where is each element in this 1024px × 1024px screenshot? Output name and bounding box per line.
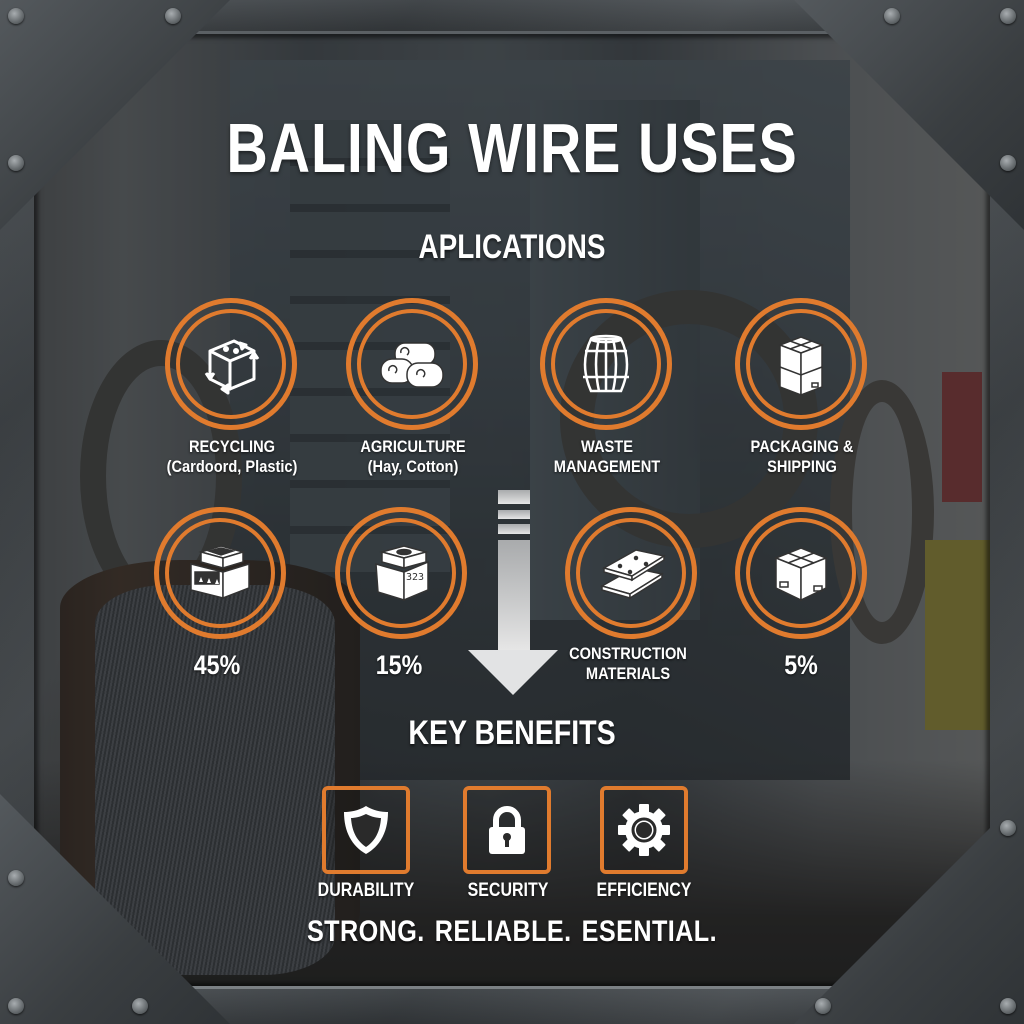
percentage-label: 45% <box>193 650 241 680</box>
sublabel-agriculture: (Hay, Cotton) <box>367 457 459 476</box>
yellow-machine <box>925 540 990 730</box>
application-bin-share: 323 <box>335 507 467 639</box>
label-construction: CONSTRUCTION <box>569 644 687 663</box>
shield-icon <box>344 806 388 854</box>
application-label: AGRICULTURE (Hay, Cotton) <box>327 437 499 477</box>
percentage-label: 5% <box>784 650 818 680</box>
application-waste-management <box>540 298 672 430</box>
sublabel-management: MANAGEMENT <box>553 457 661 476</box>
application-box-share <box>735 507 867 639</box>
sublabel-recycling: (Cardoord, Plastic) <box>166 457 298 476</box>
rivet <box>1000 8 1016 24</box>
section-title-applications: APLICATIONS <box>418 228 606 266</box>
application-recycling <box>165 298 297 430</box>
hay-bales-icon <box>377 329 447 399</box>
stacked-boxes-icon <box>766 329 836 399</box>
rivet <box>1000 820 1016 836</box>
wire-coil <box>95 585 335 975</box>
rivet <box>8 155 24 171</box>
rivet <box>132 998 148 1014</box>
shipping-box-icon <box>766 538 836 608</box>
benefit-efficiency <box>600 786 688 874</box>
label-waste: WASTE <box>580 437 633 456</box>
benefit-label-efficiency: EFFICIENCY <box>596 880 692 901</box>
benefit-label-security: SECURITY <box>467 880 549 901</box>
application-label: WASTE MANAGEMENT <box>521 437 693 477</box>
label-packaging: PACKAGING & <box>750 437 854 456</box>
construction-panels-icon <box>596 538 666 608</box>
padlock-icon <box>489 806 525 854</box>
rivet <box>8 998 24 1014</box>
rivet <box>165 8 181 24</box>
rivet <box>8 870 24 886</box>
baler-machine-icon <box>185 538 255 608</box>
tagline-strong: STRONG. <box>306 915 425 948</box>
rivet <box>815 998 831 1014</box>
rivet <box>884 8 900 24</box>
recycling-cube-icon <box>196 329 266 399</box>
rivet <box>1000 998 1016 1014</box>
tagline-reliable: RELIABLE. <box>434 915 572 948</box>
gear-icon <box>618 804 670 856</box>
application-construction <box>565 507 697 639</box>
sublabel-materials: MATERIALS <box>585 664 671 683</box>
barrel-icon <box>571 329 641 399</box>
benefit-durability <box>322 786 410 874</box>
rivet <box>8 8 24 24</box>
down-arrow-icon <box>468 490 558 695</box>
application-agriculture <box>346 298 478 430</box>
label-recycling: RECYCLING <box>188 437 276 456</box>
bin-crate-icon: 323 <box>366 538 436 608</box>
application-packaging-shipping <box>735 298 867 430</box>
label-agriculture: AGRICULTURE <box>360 437 466 456</box>
section-title-key-benefits: KEY BENEFITS <box>408 714 616 752</box>
tagline-essential: ESENTIAL. <box>581 915 718 948</box>
benefit-security <box>463 786 551 874</box>
benefit-label-durability: DURABILITY <box>317 880 415 901</box>
application-label: RECYCLING (Cardoord, Plastic) <box>146 437 318 477</box>
red-machine <box>942 372 982 502</box>
rivet <box>1000 155 1016 171</box>
tagline: STRONG. RELIABLE. ESENTIAL. <box>82 915 942 949</box>
percentage-label: 15% <box>375 650 423 680</box>
svg-text:323: 323 <box>406 572 424 583</box>
application-label: CONSTRUCTION MATERIALS <box>542 644 714 684</box>
application-baler-share <box>154 507 286 639</box>
application-label: PACKAGING & SHIPPING <box>716 437 888 477</box>
sublabel-shipping: SHIPPING <box>767 457 837 476</box>
page-title: BALING WIRE USES <box>226 109 798 187</box>
